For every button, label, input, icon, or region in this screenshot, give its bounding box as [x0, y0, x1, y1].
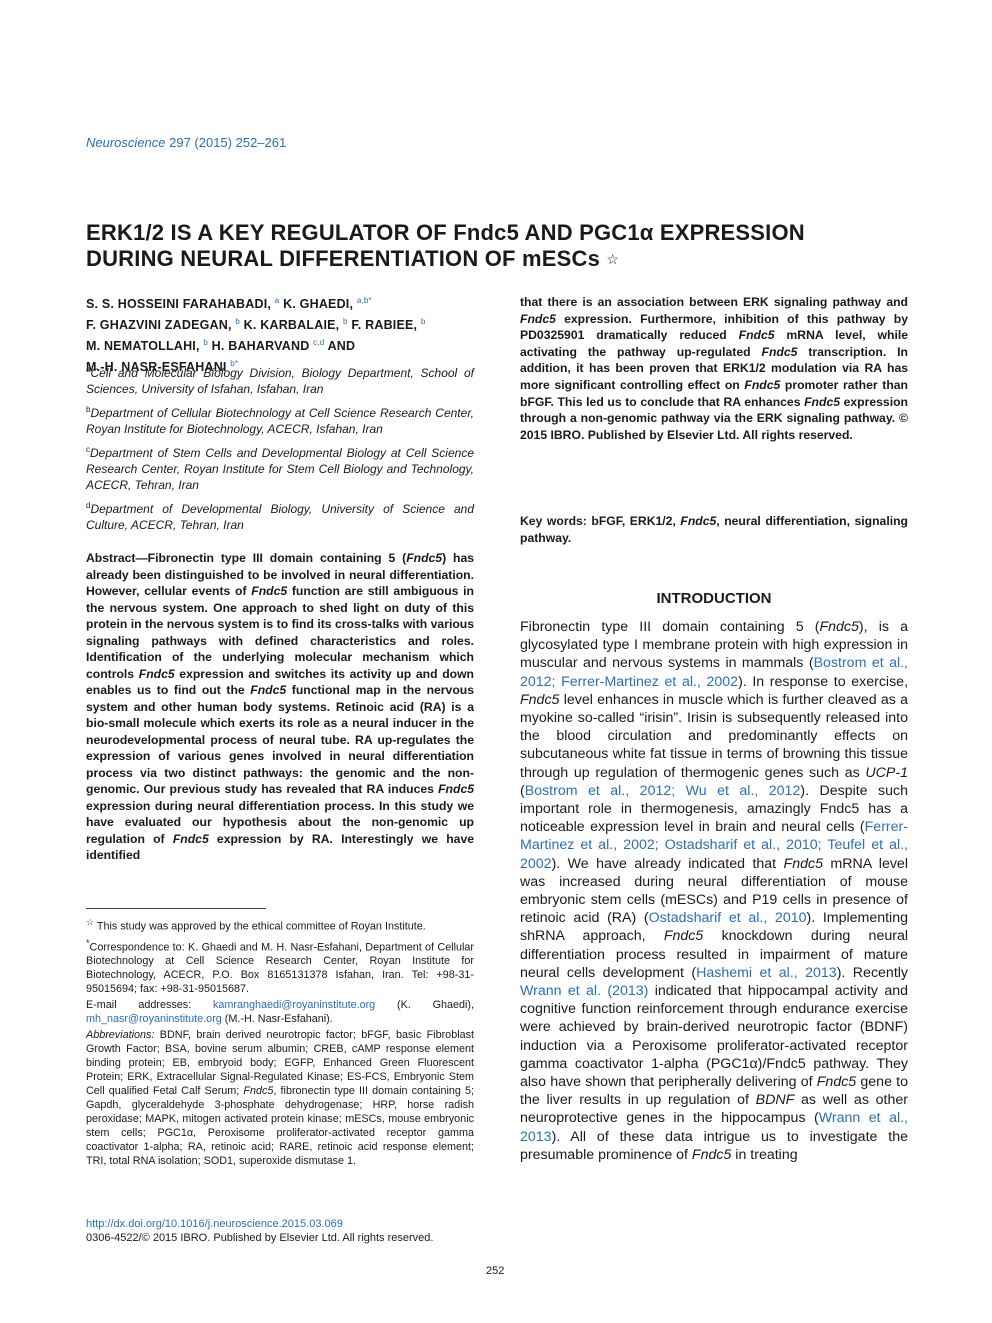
footnote-divider: [86, 908, 266, 909]
journal-citation[interactable]: Neuroscience 297 (2015) 252–261: [86, 135, 286, 150]
article-title-text: ERK1/2 IS A KEY REGULATOR OF Fndc5 AND P…: [86, 220, 805, 271]
journal-name: Neuroscience: [86, 135, 166, 150]
footnote-email[interactable]: E-mail addresses: kamranghaedi@royaninst…: [86, 999, 474, 1026]
footnote-correspondence: *Correspondence to: K. Ghaedi and M. H. …: [86, 937, 474, 996]
affiliation-a: aCell and Molecular Biology Division, Bi…: [86, 365, 474, 396]
keywords: Key words: bFGF, ERK1/2, Fndc5, neural d…: [520, 514, 908, 545]
issn-copyright: 0306-4522/© 2015 IBRO. Published by Else…: [86, 1232, 434, 1244]
article-title: ERK1/2 IS A KEY REGULATOR OF Fndc5 AND P…: [86, 220, 886, 272]
footnotes: ☆ This study was approved by the ethical…: [86, 915, 474, 1170]
affiliations: aCell and Molecular Biology Division, Bi…: [86, 362, 474, 538]
section-heading-introduction: INTRODUCTION: [656, 590, 772, 607]
footnote-abbreviations: Abbreviations: BDNF, brain derived neuro…: [86, 1029, 475, 1168]
affiliation-d: dDepartment of Developmental Biology, Un…: [86, 501, 474, 532]
abstract-continued: that there is an association between ERK…: [520, 295, 908, 442]
abstract: Abstract—Fibronectin type III domain con…: [86, 551, 475, 862]
affiliation-b: bDepartment of Cellular Biotechnology at…: [86, 405, 474, 436]
affiliation-c: cDepartment of Stem Cells and Developmen…: [86, 445, 474, 492]
author-list: S. S. HOSSEINI FARAHABADI, a K. GHAEDI, …: [86, 296, 426, 375]
title-footnote-star[interactable]: ☆: [606, 251, 620, 267]
page-number: 252: [486, 1265, 505, 1277]
footnote-ethics: ☆ This study was approved by the ethical…: [86, 917, 426, 933]
doi-link[interactable]: http://dx.doi.org/10.1016/j.neuroscience…: [86, 1218, 343, 1230]
journal-details: 297 (2015) 252–261: [165, 135, 287, 150]
introduction-body: Fibronectin type III domain containing 5…: [520, 619, 909, 1163]
